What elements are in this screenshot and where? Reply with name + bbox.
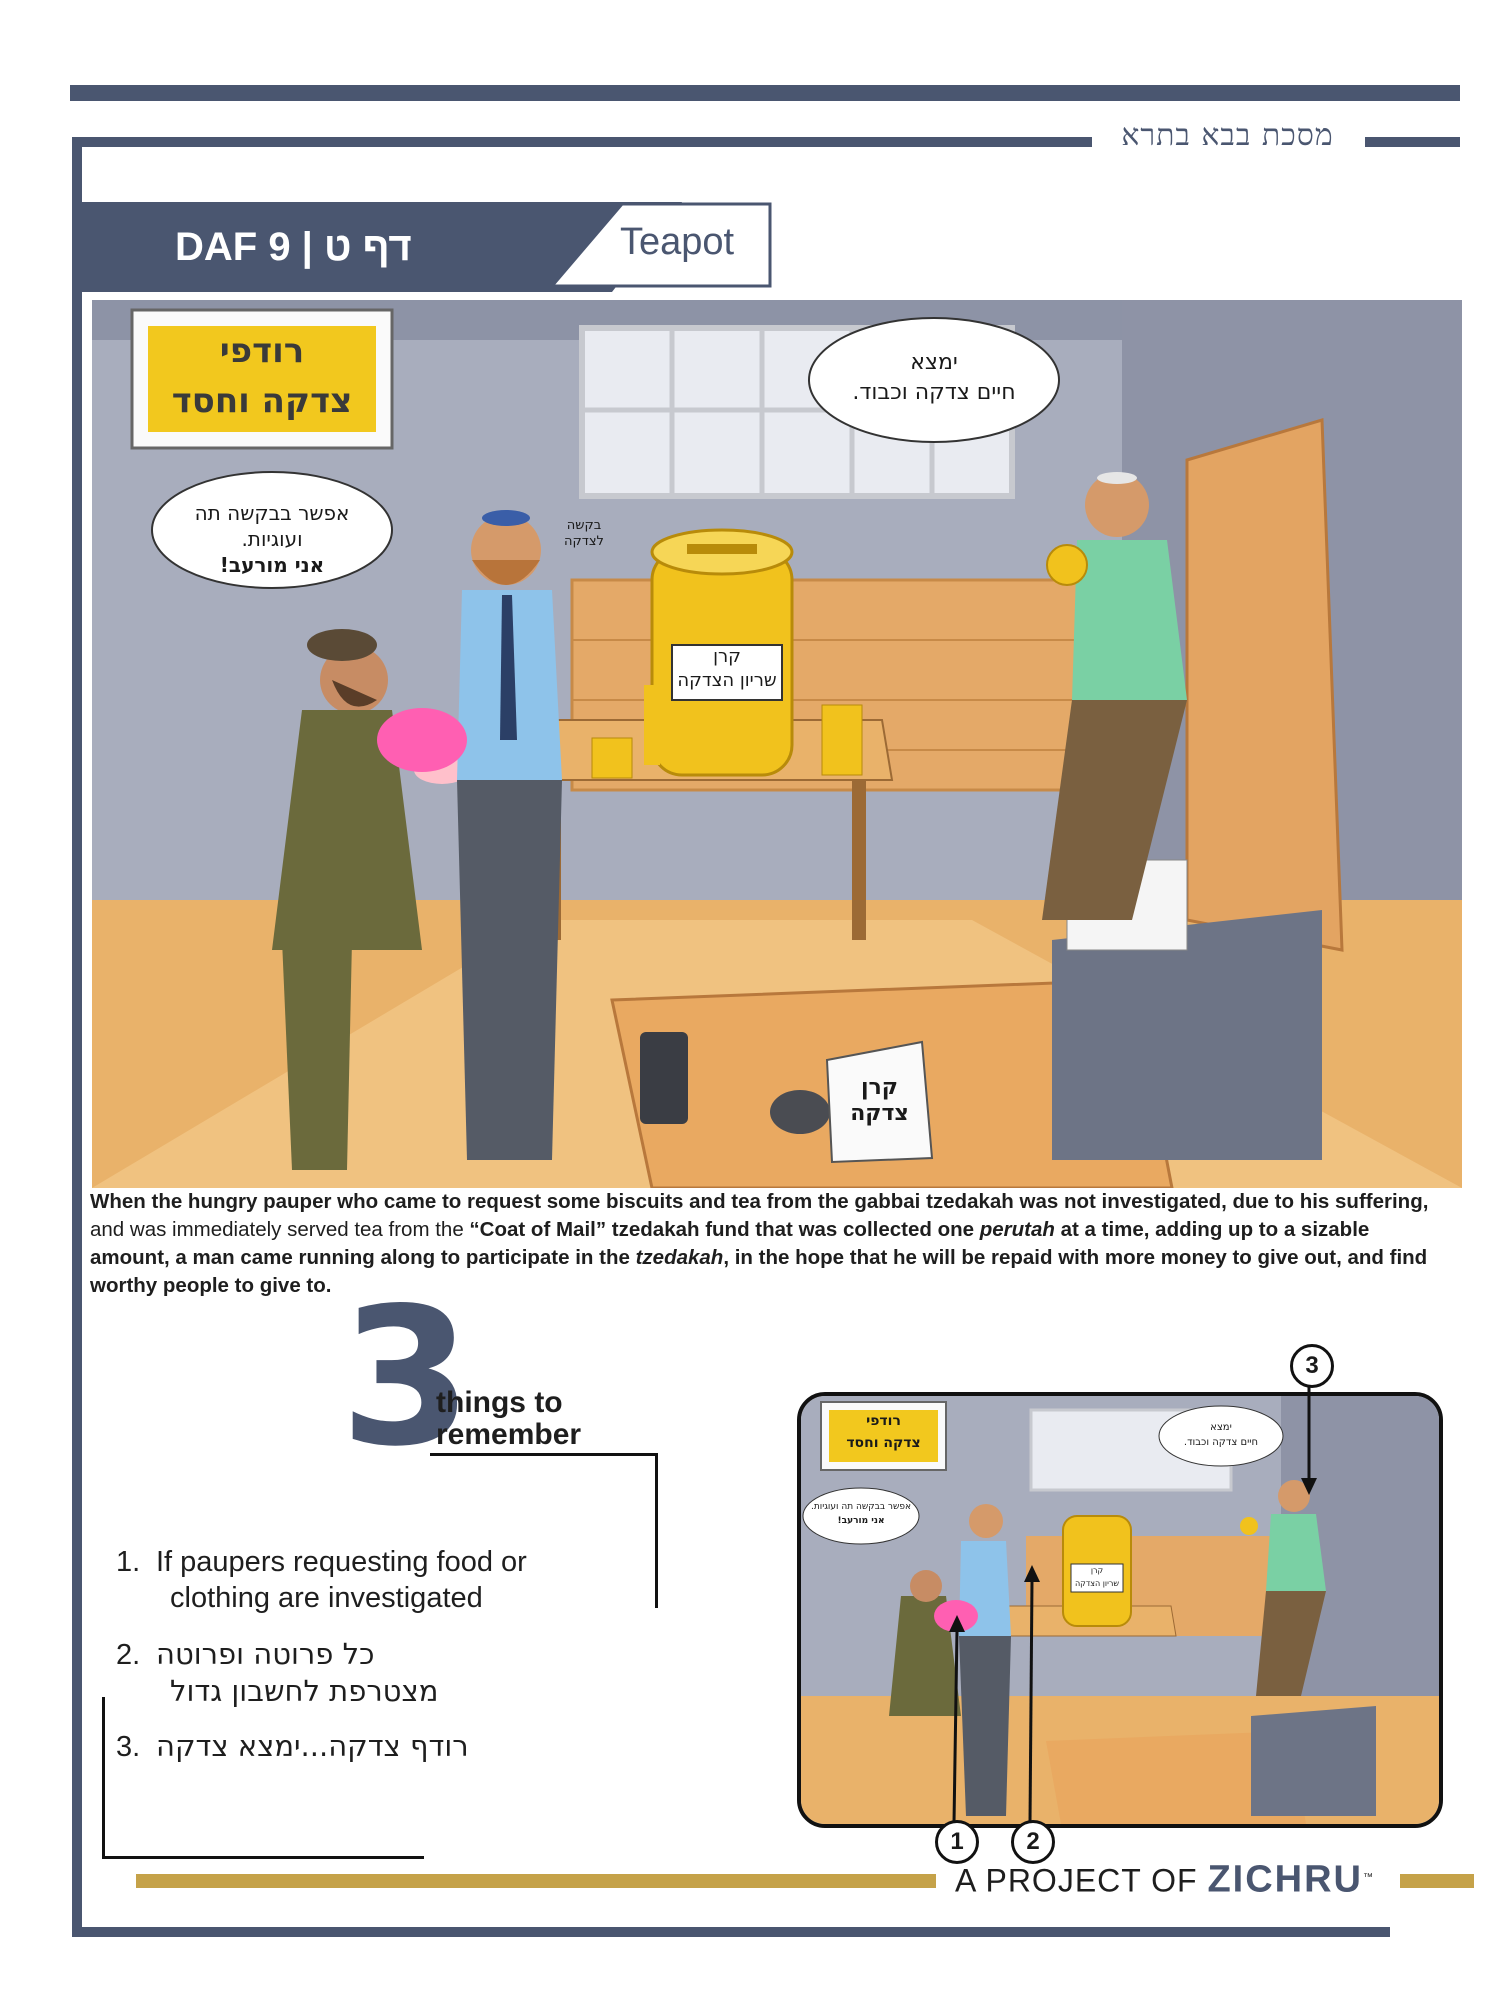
callout-3: 3 — [1290, 1344, 1334, 1388]
callout-2: 2 — [1011, 1820, 1055, 1864]
thumb-runner-line-2: חיים צדקה וכבוד. — [1183, 1437, 1259, 1448]
zichru-logo: ZICHRU — [1207, 1858, 1363, 1901]
thumb-fund-label: קרן שריון הצדקה — [1071, 1564, 1123, 1590]
caption-part-4: tzedakah fund that was collected one — [606, 1218, 980, 1241]
topic-box — [552, 202, 772, 288]
fund-label: קרן שריון הצדקה — [672, 645, 782, 693]
corner-rule-top — [430, 1453, 658, 1456]
desk-paper-line-2: צדקה — [850, 1101, 909, 1126]
list-item-3: 3. רודף צדקה...ימצא צדקה — [116, 1728, 676, 1765]
thumb-pauper-line-2: אני מורעב! — [837, 1516, 885, 1526]
scene-art — [92, 300, 1462, 1188]
item-1-line-2: clothing are investigated — [170, 1582, 483, 1614]
daf-label: DAF 9 | דף ט — [175, 225, 412, 269]
daf-band — [82, 202, 682, 292]
item-2-line-1: כל פרוטה ופרוטה — [156, 1637, 375, 1671]
item-1-line-1: If paupers requesting food or — [156, 1546, 527, 1578]
tractate-title: מסכת בבא בתרא — [1121, 118, 1334, 153]
item-2-line-2: מצטרפת לחשבון גדול — [170, 1674, 439, 1708]
pauper-speech-bubble: אפשר בבקשה תה ועוגיות. אני מורעב! — [162, 500, 382, 578]
corner-rule-bottom — [102, 1856, 424, 1859]
thumb-fund-line-2: שריון הצדקה — [1074, 1579, 1120, 1588]
thumb-fund-line-1: קרן — [1090, 1566, 1104, 1575]
project-of-text: A PROJECT OF — [955, 1862, 1198, 1899]
thumbnail-illustration: רודפי צדקה וחסד אפשר בבקשה תה ועוגיות. א… — [797, 1392, 1443, 1828]
caption-part-7: tzedakah — [635, 1246, 724, 1269]
main-illustration: רודפי צדקה וחסד אפשר בבקשה תה ועוגיות. א… — [92, 300, 1462, 1188]
thumb-sign-text: רודפי צדקה וחסד — [829, 1410, 938, 1454]
request-paper-line-2: לצדקה — [564, 534, 604, 549]
thumb-runner-bubble: ימצא חיים צדקה וכבוד. — [1161, 1420, 1281, 1450]
frame-top-right — [1365, 137, 1460, 147]
desk-paper-text: קרן צדקה — [837, 1075, 922, 1127]
caption-part-3: “Coat of Mail” — [469, 1218, 607, 1241]
runner-bubble-line-1: ימצא — [910, 350, 958, 375]
pauper-bubble-line-1: אפשר בבקשה תה ועוגיות. — [194, 501, 350, 551]
request-paper: בקשה לצדקה — [554, 518, 614, 550]
caption-part-1: When the hungry pauper who came to reque… — [90, 1190, 1429, 1213]
thumb-pauper-line-1: אפשר בבקשה תה ועוגיות. — [810, 1502, 911, 1512]
big-number: 3 — [340, 1267, 473, 1488]
things-heading: things to remember — [436, 1387, 676, 1451]
top-rule — [70, 85, 1460, 101]
caption-part-6: at a time, adding up to a sizable amount… — [90, 1218, 1370, 1269]
frame-left — [72, 137, 82, 1937]
things-heading-line-1: things to — [436, 1386, 563, 1419]
runner-bubble-line-2: חיים צדקה וכבוד. — [852, 380, 1016, 405]
list-item-1: 1. If paupers requesting food or clothing… — [116, 1544, 676, 1616]
sign-line-1: רודפי — [219, 331, 305, 371]
item-3-line-1: רודף צדקה...ימצא צדקה — [156, 1729, 469, 1763]
item-2-number: 2. — [116, 1639, 141, 1671]
footer-rule-left — [136, 1874, 936, 1888]
corner-rule-left — [102, 1697, 105, 1859]
corner-rule-right — [655, 1453, 658, 1608]
things-heading-line-2: remember — [436, 1418, 582, 1451]
topic-title: Teapot — [620, 221, 735, 263]
footer-rule-right — [1400, 1874, 1474, 1888]
caption-part-8: , in the hope that he will be repaid wit… — [90, 1246, 1428, 1297]
thumb-sign-line-2: צדקה וחסד — [846, 1435, 921, 1451]
item-1-number: 1. — [116, 1546, 141, 1578]
sign-text: רודפי צדקה וחסד — [148, 326, 376, 432]
list-item-2: 2. כל פרוטה ופרוטה מצטרפת לחשבון גדול — [116, 1636, 676, 1709]
fund-label-line-2: שריון הצדקה — [677, 670, 777, 691]
pauper-bubble-line-2: אני מורעב! — [219, 553, 325, 577]
runner-thought-bubble: ימצא חיים צדקה וכבוד. — [824, 348, 1044, 408]
sign-line-2: צדקה וחסד — [171, 381, 353, 421]
project-credit: A PROJECT OF ZICHRU™ — [955, 1856, 1395, 1901]
caption: When the hungry pauper who came to reque… — [90, 1188, 1430, 1300]
item-3-number: 3. — [116, 1731, 141, 1763]
trademark-symbol: ™ — [1363, 1872, 1374, 1883]
thumbnail-art — [801, 1396, 1439, 1824]
frame-bottom — [72, 1927, 1390, 1937]
request-paper-line-1: בקשה — [566, 518, 602, 533]
desk-paper-line-1: קרן — [861, 1075, 898, 1100]
thumb-runner-line-1: ימצא — [1210, 1422, 1232, 1433]
fund-label-line-1: קרן — [713, 646, 741, 667]
thumb-pauper-bubble: אפשר בבקשה תה ועוגיות. אני מורעב! — [806, 1500, 916, 1528]
thumb-sign-line-1: רודפי — [866, 1413, 901, 1429]
caption-part-2: and was immediately served tea from the — [90, 1218, 470, 1241]
callout-arrows — [949, 1384, 1317, 1824]
frame-top — [72, 137, 1092, 147]
callout-1: 1 — [935, 1820, 979, 1864]
caption-part-5: perutah — [979, 1218, 1055, 1241]
